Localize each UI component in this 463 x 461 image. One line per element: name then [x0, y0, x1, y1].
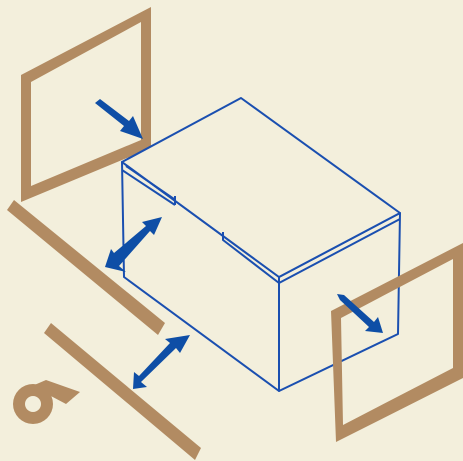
- tape-strip-lower: [44, 323, 201, 460]
- cardboard-box: [121, 97, 401, 392]
- arrow-middle-left: [105, 217, 162, 272]
- box-top-face: [121, 97, 401, 278]
- box-lid-edge-detail: [125, 165, 175, 200]
- arrow-right: [337, 294, 383, 333]
- arrow-top-left: [95, 99, 143, 139]
- box-lid-flap-lines: [121, 169, 401, 284]
- tape-roll-core: [25, 396, 41, 412]
- tape-frame-left: [21, 7, 151, 202]
- tape-roll-tail: [32, 380, 80, 404]
- tape-roll: [13, 380, 80, 424]
- tape-strip-upper: [7, 200, 165, 335]
- arrow-bottom-left: [133, 335, 190, 389]
- application-arrows: [95, 99, 383, 389]
- tape-frame-right: [331, 243, 463, 442]
